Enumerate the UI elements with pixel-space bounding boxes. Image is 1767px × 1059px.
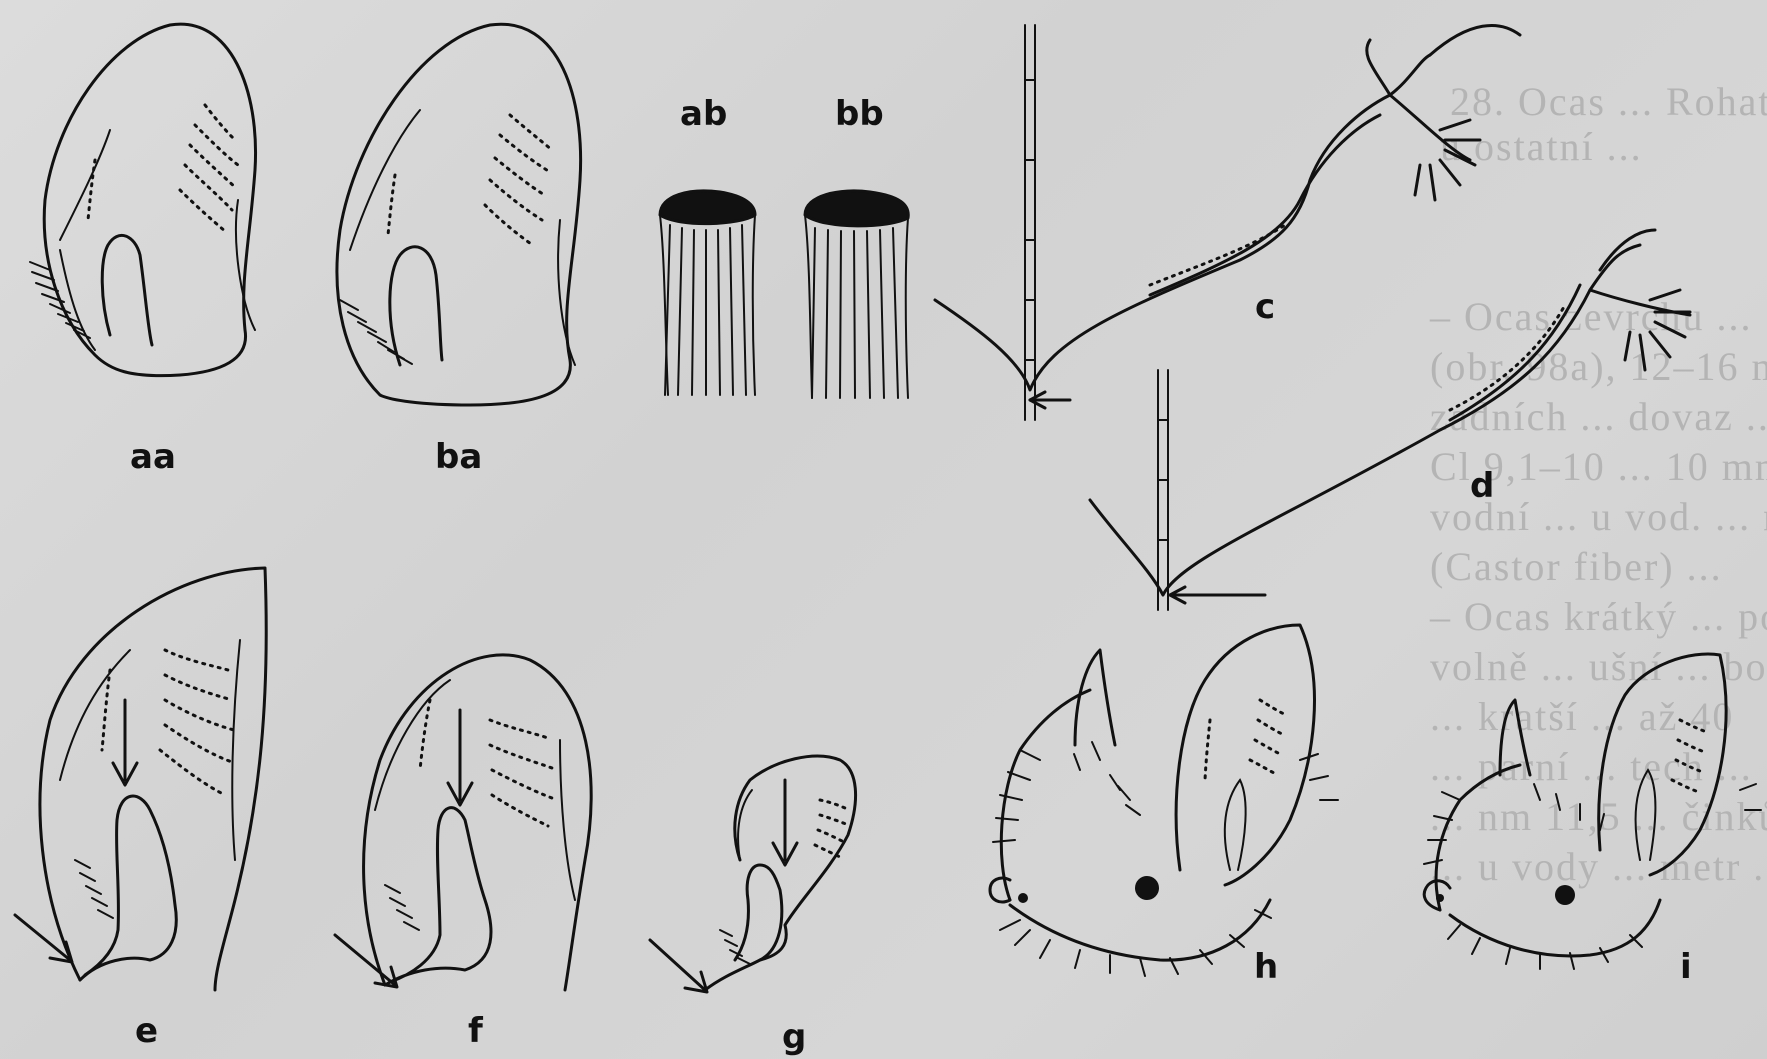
bg-line-1: 28. Ocas ... Rohatka tak ... mm — [1450, 79, 1767, 124]
label-c: c — [1255, 287, 1275, 327]
bg-line-4: (obr. 98a), 12–16 mm ... — [1430, 344, 1767, 389]
bg-line-14: ... u vody ... metr ... zov — [1430, 844, 1767, 889]
label-g: g — [782, 1017, 806, 1057]
label-ba: ba — [435, 437, 482, 477]
label-f: f — [468, 1011, 484, 1051]
label-ab: ab — [680, 94, 727, 134]
label-i: i — [1680, 947, 1692, 987]
ear-e-drawing — [15, 568, 266, 990]
tragus-bb-drawing — [805, 191, 908, 398]
tragus-ab-drawing — [660, 191, 755, 395]
bg-line-9: – Ocas krátký ... po ... — [1429, 594, 1767, 639]
label-h: h — [1254, 947, 1278, 987]
bg-line-10: volně ... ušní ... boba. — [1430, 644, 1767, 689]
label-bb: bb — [835, 94, 884, 134]
bg-line-12: ... parní ... tech ... — [1430, 744, 1753, 789]
bg-line-11: ... kratší ... až 40 — [1430, 694, 1734, 739]
ear-g-drawing — [650, 756, 856, 992]
ear-aa-drawing — [30, 24, 256, 376]
bat-head-h-drawing — [990, 625, 1338, 976]
ear-ba-drawing — [337, 24, 581, 405]
bg-line-8: (Castor fiber) ... — [1430, 544, 1723, 589]
label-d: d — [1470, 466, 1494, 506]
label-e: e — [135, 1011, 158, 1051]
bg-line-3: – Ocas zevrchu ... — [1429, 294, 1753, 339]
label-aa: aa — [130, 437, 176, 477]
ear-f-drawing — [335, 655, 591, 990]
